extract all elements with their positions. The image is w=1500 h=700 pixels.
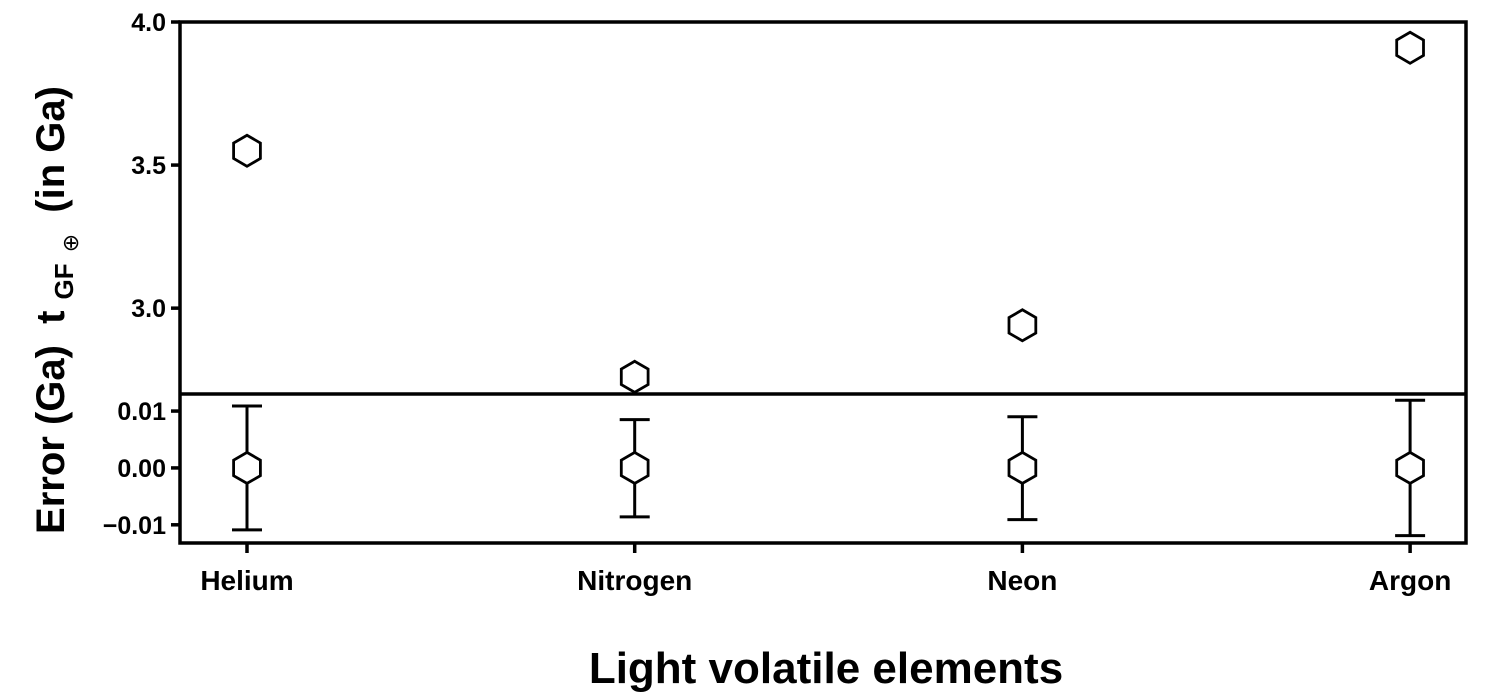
x-tick-label-neon: Neon xyxy=(987,565,1057,596)
y-tick-label: 3.0 xyxy=(131,295,166,323)
error-point-nitrogen xyxy=(619,450,650,486)
data-point-argon xyxy=(1395,30,1425,65)
y-tick-label: 4.0 xyxy=(131,9,166,37)
data-point-helium xyxy=(232,133,262,168)
y-tick-label: 0.00 xyxy=(117,455,166,483)
data-point-nitrogen xyxy=(619,359,650,394)
plot-frame xyxy=(178,20,1468,545)
y-label-sub: GF xyxy=(49,263,79,299)
marks xyxy=(232,30,1426,538)
error-point-argon xyxy=(1395,450,1425,486)
y-label-t: t xyxy=(29,311,73,324)
y-axis-label: Error (Ga) t GF ⊕ (in Ga) xyxy=(29,86,87,534)
error-point-neon xyxy=(1007,450,1038,486)
y-label-error: Error (Ga) xyxy=(29,345,73,534)
y-label-in-ga: (in Ga) xyxy=(29,86,73,213)
y-tick-label: −0.01 xyxy=(103,512,166,540)
y-tick-label: 0.01 xyxy=(117,398,166,426)
x-tick-label-nitrogen: Nitrogen xyxy=(577,565,692,596)
axes xyxy=(171,20,1468,553)
error-point-helium xyxy=(232,450,262,486)
y-label-subsub: ⊕ xyxy=(58,234,83,252)
y-tick-label: 3.5 xyxy=(131,152,166,180)
x-axis-label: Light volatile elements xyxy=(589,644,1063,693)
x-tick-label-argon: Argon xyxy=(1369,565,1451,596)
data-point-neon xyxy=(1007,308,1038,343)
x-tick-label-helium: Helium xyxy=(200,565,293,596)
